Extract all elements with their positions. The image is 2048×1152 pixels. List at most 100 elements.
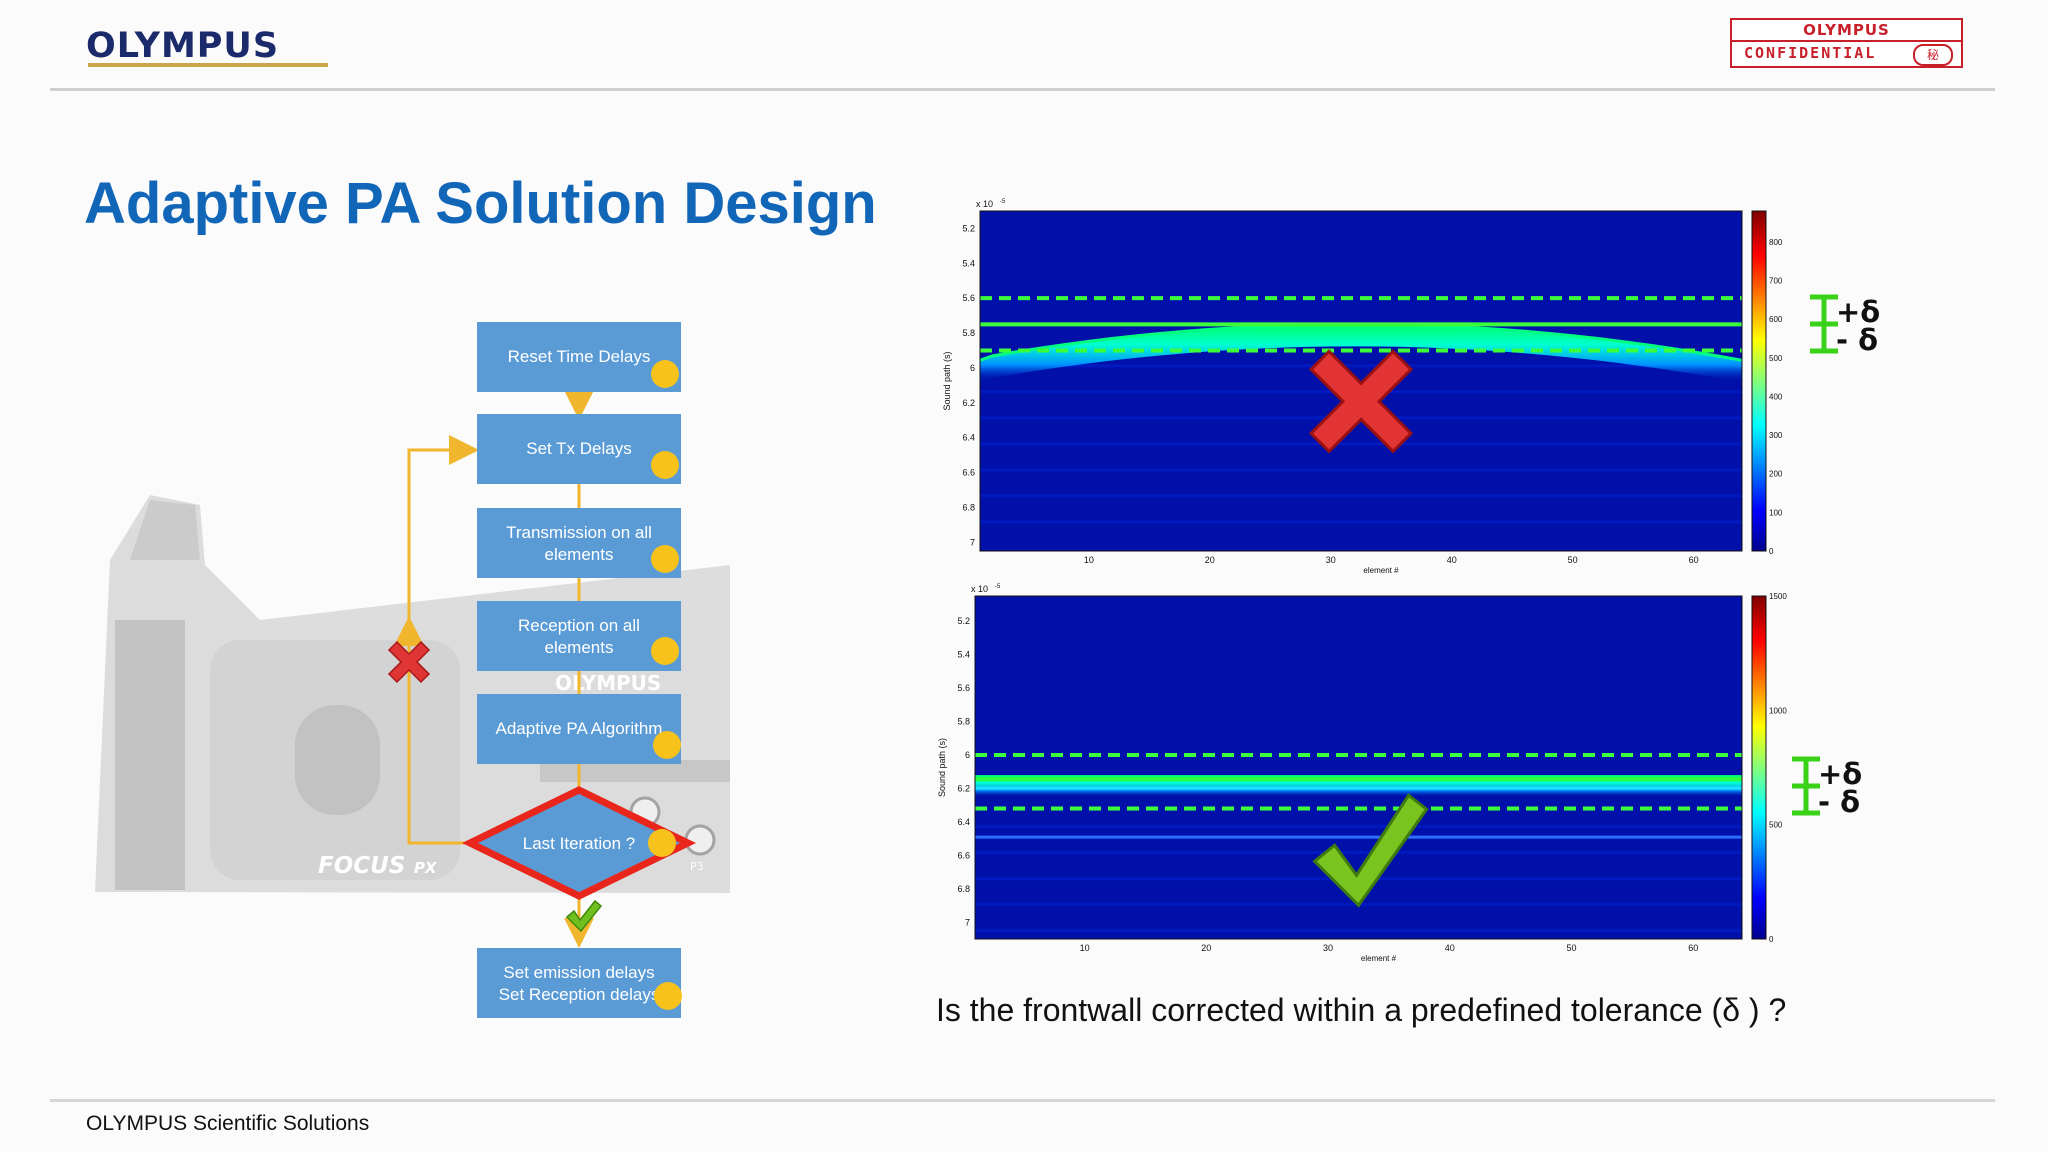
colorbar-tick-label: 700 [1769,277,1783,286]
bracket-icon [1792,756,1820,816]
y-tick-label: 6.8 [962,502,975,512]
y-tick-label: 6.6 [957,850,970,860]
tolerance-plus-label: +δ [1818,757,1863,791]
step-marker-dot [648,829,676,857]
y-tick-label: 5.8 [962,328,975,338]
confidential-label: CONFIDENTIAL [1744,44,1877,62]
heatmap-noise-band [975,929,1742,933]
loop-cross-icon [387,640,431,684]
colorbar-tick-label: 300 [1769,431,1783,440]
page-title: Adaptive PA Solution Design [84,171,877,236]
colorbar-tick-label: 200 [1769,470,1783,479]
device-model: FOCUS [318,853,405,879]
x-tick-label: 50 [1568,555,1578,565]
flowchart: OLYMPUS FOCUS PX P3 Reset Time Delays Se… [95,322,730,1018]
footer-divider [50,1099,1995,1102]
y-tick-label: 6.2 [957,783,970,793]
device-model-suffix: PX [414,859,438,877]
x-tick-label: 30 [1323,943,1333,953]
heatmap-noise-band [980,494,1742,498]
axis-multiplier: x 10 [976,199,993,209]
decision-label: Last Iteration ? [523,834,635,853]
y-tick-label: 6.2 [962,398,975,408]
flow-step-label: Set emission delays [503,963,654,982]
heatmap-frame [979,210,1743,552]
y-tick-label: 6 [970,363,975,373]
heatmap-noise-band [980,520,1742,524]
y-axis-label: Sound path (s) [937,738,947,797]
flow-step-label: elements [545,638,614,657]
flow-decision: Last Iteration ? [461,786,697,900]
y-tick-label: 5.4 [957,650,970,660]
header-divider [50,88,1995,91]
axis-multiplier: x 10 [971,584,988,594]
y-tick-label: 5.6 [962,293,975,303]
x-tick-label: 60 [1689,555,1699,565]
flow-step-label: Reset Time Delays [508,347,651,366]
colorbar-tick-label: 1500 [1769,592,1787,601]
y-axis-label: Sound path (s) [942,351,952,410]
flow-step-label: Set Tx Delays [526,439,632,458]
heatmap-noise-band [975,851,1742,855]
axis-multiplier-exponent: -5 [1000,199,1006,205]
heatmap-frame [974,595,1743,940]
y-tick-label: 5.2 [962,223,975,233]
tolerance-minus-label: - δ [1836,323,1879,357]
heatmap-background [980,211,1742,551]
step-marker-dot [651,545,679,573]
logo-underline [88,63,328,67]
y-tick-label: 6.6 [962,468,975,478]
step-marker-dot [653,731,681,759]
flow-step-label: Set Reception delays [499,985,660,1004]
tolerance-minus-label: - δ [1818,785,1861,819]
colorbar [1751,595,1767,940]
step-marker-dot [651,451,679,479]
y-tick-label: 5.6 [957,683,970,693]
heatmap-noise-band [975,825,1742,829]
step-marker-dot [654,982,682,1010]
y-tick-label: 7 [965,917,970,927]
colorbar-tick-label: 0 [1769,935,1774,944]
x-tick-label: 20 [1205,555,1215,565]
flow-step-label: Adaptive PA Algorithm [496,719,663,738]
colorbar-tick-label: 100 [1769,508,1783,517]
flow-step-label: Transmission on all [506,523,652,542]
flow-step-label: elements [545,545,614,564]
flow-step-4: Reception on all elements [477,601,681,671]
x-tick-label: 40 [1447,555,1457,565]
fail-cross-icon [1308,349,1414,454]
heatmap-noise-band [980,468,1742,472]
y-tick-label: 5.8 [957,716,970,726]
flow-step-3: Transmission on all elements [477,508,681,578]
colorbar-tick-label: 500 [1769,354,1783,363]
tolerance-plus-label: +δ [1836,295,1881,329]
y-tick-label: 5.4 [962,258,975,268]
colorbar-tick-label: 500 [1769,821,1783,830]
heatmap-noise-band [980,364,1742,368]
device-port-label: P3 [690,860,704,873]
x-tick-label: 30 [1326,555,1336,565]
x-tick-label: 40 [1445,943,1455,953]
colorbar-tick-label: 800 [1769,238,1783,247]
tolerance-question: Is the frontwall corrected within a pred… [936,992,1787,1028]
confidential-brand: OLYMPUS [1803,21,1890,39]
flow-step-5: Adaptive PA Algorithm [477,694,681,764]
colorbar [1751,210,1767,552]
step-marker-dot [651,637,679,665]
y-tick-label: 6.4 [962,433,975,443]
x-tick-label: 50 [1567,943,1577,953]
x-tick-label: 10 [1080,943,1090,953]
confidential-seal-icon: 秘 [1913,44,1953,66]
y-tick-label: 5.2 [957,616,970,626]
flow-final-step: Set emission delays Set Reception delays [477,948,682,1018]
flow-step-1: Reset Time Delays [477,322,681,392]
y-tick-label: 6.4 [957,817,970,827]
x-tick-label: 60 [1688,943,1698,953]
echo-band [980,324,1742,383]
heatmap-noise-band [980,442,1742,446]
colorbar-tick-label: 1000 [1769,706,1787,715]
x-axis-label: element # [1363,566,1399,575]
